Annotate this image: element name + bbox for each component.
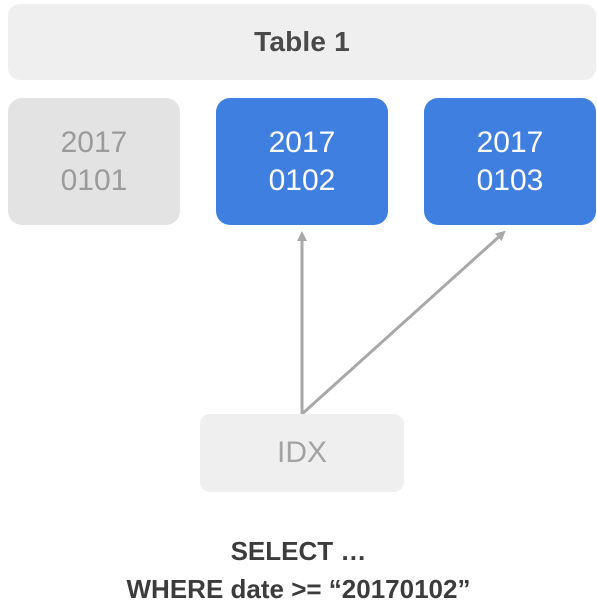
- index-label: IDX: [276, 436, 327, 469]
- table-title: Table 1: [254, 26, 350, 57]
- index-box: IDX: [200, 414, 404, 492]
- arrow-to-partition-20170103: [300, 230, 506, 416]
- query-line-where: WHERE date >= “20170102”: [126, 574, 471, 604]
- query-line-select: SELECT …: [230, 536, 367, 566]
- partition-label-line2: 0102: [268, 163, 336, 197]
- partition-label-line1: 2017: [268, 125, 336, 159]
- partition-20170102: 2017 0102: [216, 98, 388, 225]
- table-title-bar: Table 1: [8, 4, 596, 80]
- partition-label-line2: 0103: [476, 163, 544, 197]
- sql-query: SELECT … WHERE date >= “20170102”: [0, 532, 597, 608]
- partition-label-line1: 2017: [60, 125, 128, 159]
- partition-20170101: 2017 0101: [8, 98, 180, 225]
- partition-label-line2: 0101: [60, 163, 128, 197]
- partition-label-line1: 2017: [476, 125, 544, 159]
- partition-20170103: 2017 0103: [424, 98, 596, 225]
